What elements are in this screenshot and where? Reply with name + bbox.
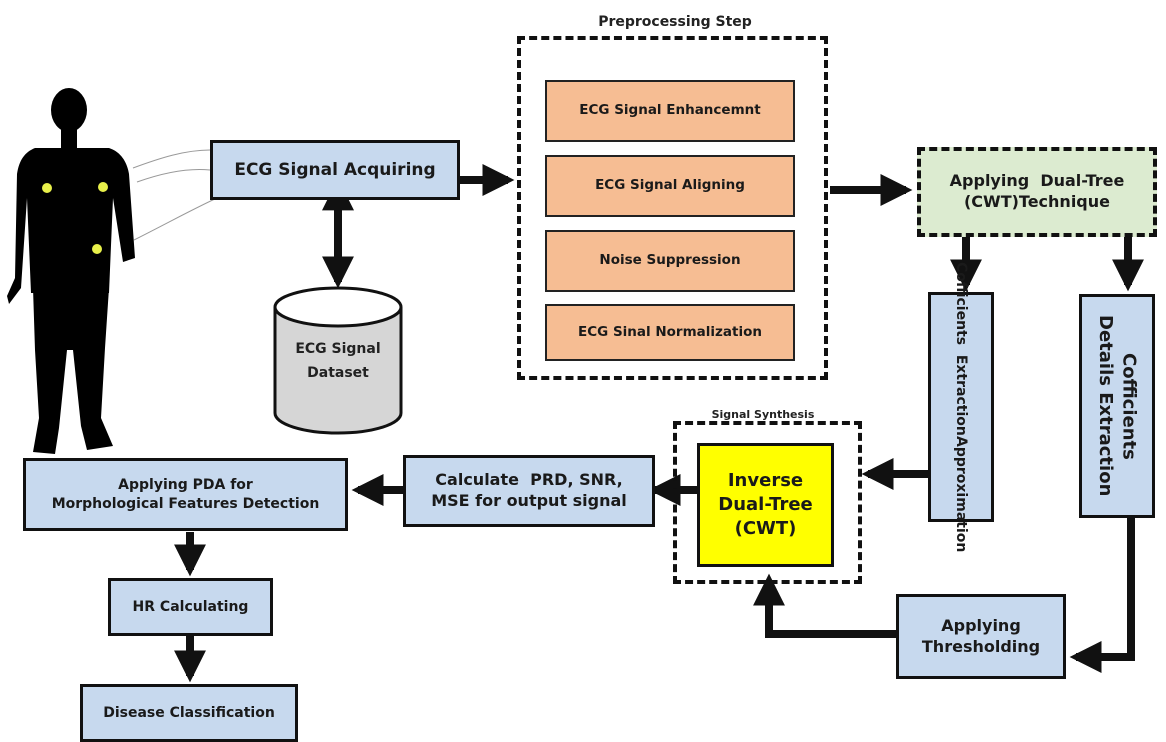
signal-synthesis-group [673, 421, 862, 584]
approximation-label-line1: Approximation [953, 435, 970, 553]
preprocessing-group [517, 36, 828, 380]
calculate-metrics-box: Calculate PRD, SNR, MSE for output signa… [403, 455, 655, 527]
arrow-details-to-thresholding [1069, 518, 1135, 673]
preprocessing-title: Preprocessing Step [560, 14, 790, 30]
arrow-thresholding-to-inverse [753, 573, 896, 638]
disease-classification-box: Disease Classification [80, 684, 298, 742]
approximation-coefficients-box: Approximation Cofficients Extraction [928, 262, 994, 552]
applying-pda-box: Applying PDA for Morphological Features … [23, 458, 348, 531]
approximation-label-line2: Cofficients Extraction [953, 261, 970, 436]
details-coefficients-box: Cofficients Details Extraction [1079, 294, 1155, 518]
human-body-icon [7, 88, 135, 454]
database-icon [273, 286, 403, 435]
ecg-signal-acquiring-box: ECG Signal Acquiring [210, 140, 460, 200]
ecg-signal-acquiring-label: ECG Signal Acquiring [234, 159, 436, 180]
step-signal-normalization: ECG Sinal Normalization [545, 304, 795, 361]
signal-synthesis-title: Signal Synthesis [698, 408, 828, 421]
hr-calculating-box: HR Calculating [108, 578, 273, 636]
details-label-line2: Details Extraction [1095, 315, 1116, 497]
dataset-label: ECG Signal Dataset [295, 341, 381, 381]
step-signal-aligning: ECG Signal Aligning [545, 155, 795, 217]
dual-tree-cwt-box: Applying Dual-Tree (CWT)Technique [917, 147, 1157, 237]
applying-thresholding-box: Applying Thresholding [896, 594, 1066, 679]
step-signal-enhancement: ECG Signal Enhancemnt [545, 80, 795, 142]
electrode-right-chest [98, 182, 108, 192]
electrode-left-chest [42, 183, 52, 193]
step-noise-suppression: Noise Suppression [545, 230, 795, 292]
electrode-abdomen [92, 244, 102, 254]
inverse-dual-tree-box: Inverse Dual-Tree (CWT) [697, 443, 834, 567]
details-label-line1: Cofficients [1118, 352, 1140, 460]
